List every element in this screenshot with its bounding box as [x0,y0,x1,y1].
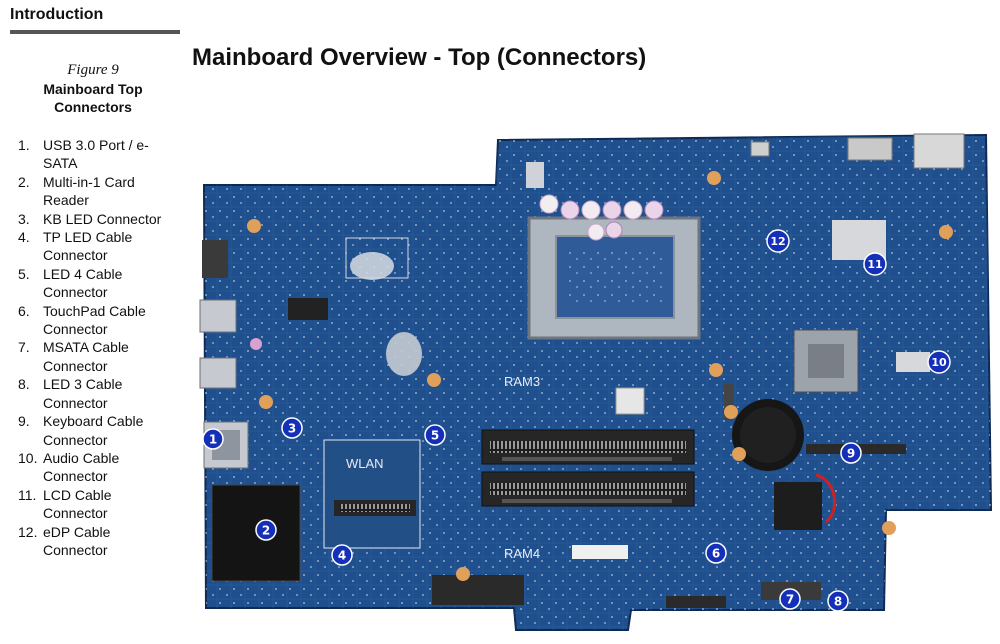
list-item: 10. Audio Cable Connector [18,449,163,486]
svg-text:1: 1 [209,433,217,447]
list-item: 6. TouchPad Cable Connector [18,302,163,339]
list-item: 7. MSATA Cable Connector [18,338,163,375]
connector-marker-3: 3 [281,417,303,439]
list-item-number: 9. [18,413,30,430]
list-item-label: Audio Cable Connector [43,449,120,485]
figure-caption-line2: Connectors [54,99,132,115]
connector-marker-6: 6 [705,542,727,564]
connector-marker-10: 10 [927,350,951,374]
list-item-label: eDP Cable Connector [43,523,111,558]
list-item: 1. USB 3.0 Port / e-SATA [18,136,163,173]
list-item-number: 6. [18,302,30,319]
ram4-label: RAM4 [504,546,540,561]
svg-text:7: 7 [786,593,794,607]
svg-text:6: 6 [712,547,720,561]
list-item: 3. KB LED Connector [18,210,163,228]
section-header: Introduction [10,6,180,34]
figure-label: Figure 9 [67,62,119,78]
connector-marker-7: 7 [779,588,801,610]
svg-text:2: 2 [262,524,270,538]
list-item-label: LED 4 Cable Connector [43,265,123,301]
connector-marker-9: 9 [840,442,862,464]
svg-text:4: 4 [338,549,346,563]
wlan-label: WLAN [346,456,384,471]
list-item: 12. eDP Cable Connector [18,523,163,560]
list-item-label: LED 3 Cable Connector [43,376,123,411]
svg-text:10: 10 [931,356,947,369]
list-item-label: Keyboard Cable Connector [43,413,144,448]
list-item: 4. TP LED Cable Connector [18,228,163,265]
svg-text:11: 11 [867,258,882,271]
connector-marker-4: 4 [331,544,353,566]
page-title: Mainboard Overview - Top (Connectors) [192,44,647,71]
list-item-number: 3. [18,210,30,227]
connector-marker-11: 11 [863,252,887,276]
list-item-number: 8. [18,376,30,393]
mainboard-photo: RAM3 RAM4 WLAN [199,133,993,631]
list-item-label: MSATA Cable Connector [43,339,129,374]
list-item-number: 12. [18,523,38,540]
svg-text:12: 12 [770,235,785,248]
connector-marker-5: 5 [424,424,446,446]
svg-text:5: 5 [431,429,439,443]
list-item: 9. Keyboard Cable Connector [18,412,163,449]
svg-text:9: 9 [847,447,855,461]
figure-caption: Mainboard Top Connectors [10,80,176,116]
list-item-number: 10. [18,449,38,466]
list-item-label: KB LED Connector [43,210,162,227]
list-item-label: TP LED Cable Connector [43,229,133,264]
ethernet-port [913,133,965,169]
svg-text:8: 8 [834,595,842,609]
hdmi-port [847,137,893,161]
list-item: 2. Multi-in-1 Card Reader [18,173,163,210]
connector-marker-8: 8 [827,590,849,612]
list-item-label: USB 3.0 Port / e-SATA [43,137,149,172]
connector-marker-2: 2 [255,519,277,541]
list-item-label: TouchPad Cable Connector [43,302,146,338]
mounting-screws [247,171,953,581]
list-item-number: 11. [18,486,37,503]
connector-list: 1. USB 3.0 Port / e-SATA 2. Multi-in-1 Car… [18,136,163,559]
list-item-number: 2. [18,173,30,190]
list-item: 5. LED 4 Cable Connector [18,265,163,302]
list-item-label: Multi-in-1 Card Reader [43,173,135,209]
list-item-number: 1. [18,137,30,153]
capacitor-row [526,162,664,241]
ram3-label: RAM3 [504,374,540,389]
connector-marker-1: 1 [202,428,224,450]
list-item-number: 5. [18,265,30,282]
list-item: 11. LCD Cable Connector [18,486,163,523]
figure-caption-line1: Mainboard Top [43,81,143,97]
svg-text:3: 3 [288,422,296,436]
list-item: 8. LED 3 Cable Connector [18,375,163,412]
connector-marker-12: 12 [766,229,790,253]
list-item-number: 4. [18,229,30,246]
list-item-label: LCD Cable Connector [43,486,112,522]
list-item-number: 7. [18,339,30,356]
